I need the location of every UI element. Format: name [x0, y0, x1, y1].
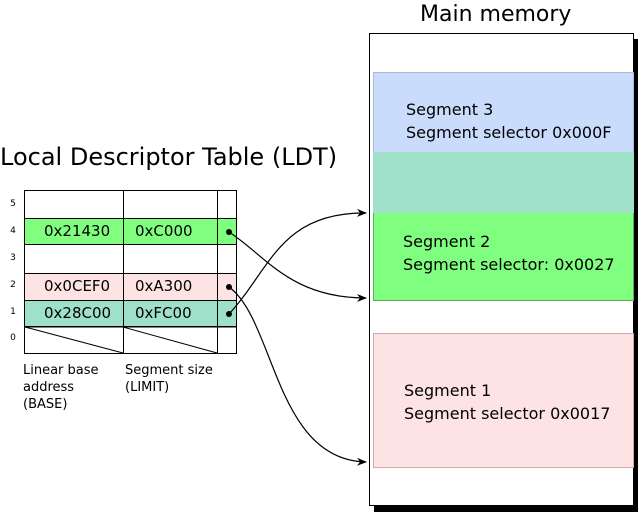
ldt-row-number: 2	[10, 280, 16, 290]
ldt-row-2-limit: 0xA300	[135, 277, 193, 295]
limit-caption-line: (LIMIT)	[125, 380, 170, 395]
ldt-column-divider	[217, 191, 218, 353]
ldt-row-4-limit: 0xC000	[135, 222, 193, 240]
base-caption-line: Linear base	[23, 363, 99, 378]
ldt-row-1-base: 0x28C00	[44, 304, 112, 322]
base-caption-line: (BASE)	[23, 397, 68, 412]
segment-2-selector: Segment selector: 0x0027	[403, 255, 615, 274]
segment-1-name: Segment 1	[404, 381, 492, 400]
ldt-row-2	[25, 273, 236, 300]
ldt-table: 0x21430 0xC000 0x0CEF0 0xA300 0x28C00 0x…	[24, 190, 237, 354]
segment-3-name: Segment 3	[406, 100, 494, 119]
segment-overlap-block	[373, 152, 634, 214]
main-memory: Segment 3 Segment selector 0x000F Segmen…	[369, 33, 634, 506]
ldt-row-4	[25, 218, 236, 245]
base-caption: Linear base address (BASE)	[23, 362, 99, 413]
ldt-row-2-base: 0x0CEF0	[44, 277, 111, 295]
segment-2-label: Segment 2 Segment selector: 0x0027	[403, 230, 615, 276]
segment-3-label: Segment 3 Segment selector 0x000F	[406, 98, 611, 144]
row-0-limit-diagonal	[122, 326, 218, 354]
base-caption-line: address	[23, 380, 75, 395]
segment-1-selector: Segment selector 0x0017	[404, 404, 611, 423]
ldt-row-number: 4	[10, 226, 16, 236]
ldt-row-4-base: 0x21430	[44, 222, 111, 240]
segment-2-block	[373, 213, 634, 301]
main-memory-title: Main memory	[420, 2, 572, 27]
row-0-base-diagonal	[24, 326, 124, 354]
arrow-row-1-to-segment-3	[228, 208, 367, 315]
limit-caption-line: Segment size	[125, 363, 213, 378]
arrow-row-4-to-segment-2	[228, 231, 367, 302]
ldt-title: Local Descriptor Table (LDT)	[0, 143, 338, 171]
arrow-row-2-to-segment-1	[228, 286, 367, 466]
ldt-row-number: 3	[10, 253, 16, 263]
ldt-row-1-limit: 0xFC00	[135, 304, 192, 322]
segment-1-block	[373, 333, 634, 468]
ldt-row-number: 0	[10, 333, 16, 343]
segment-3-selector: Segment selector 0x000F	[406, 123, 612, 142]
segment-3-block	[373, 72, 634, 153]
segment-1-label: Segment 1 Segment selector 0x0017	[404, 379, 610, 425]
ldt-row-number: 5	[10, 199, 16, 209]
limit-caption: Segment size (LIMIT)	[125, 362, 213, 396]
ldt-column-divider	[123, 191, 124, 353]
segment-2-name: Segment 2	[403, 232, 491, 251]
ldt-row-number: 1	[10, 307, 16, 317]
